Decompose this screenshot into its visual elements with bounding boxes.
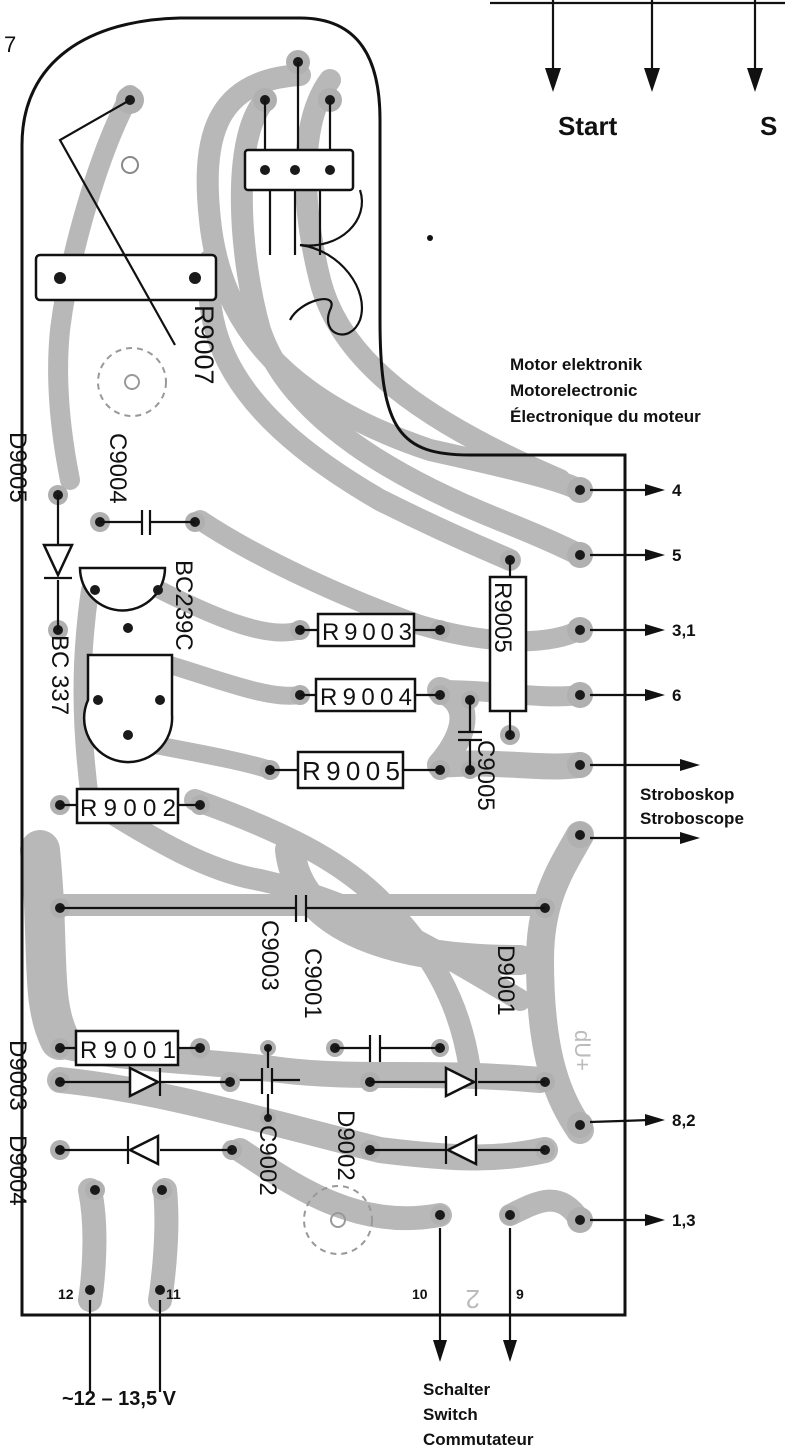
strobe-label-en: Stroboscope (640, 809, 744, 828)
pin-label-13: 1,3 (672, 1211, 696, 1230)
r9002-resistor (50, 787, 210, 825)
pin-label-31: 3,1 (672, 621, 696, 640)
switch-label-en: Switch (423, 1405, 478, 1424)
label-c9003: C9003 (256, 920, 283, 991)
label-r9003: R9003 (322, 619, 412, 646)
label-c9004: C9004 (104, 433, 131, 504)
r9001-resistor (50, 1029, 210, 1067)
d9002-diode (360, 1133, 555, 1167)
d9005-diode (42, 485, 74, 640)
label-r9004: R9004 (320, 684, 412, 711)
mounting-hole (121, 156, 139, 174)
bc239c-transistor (78, 566, 167, 633)
label-r9005-h: R9005 (302, 756, 400, 786)
module-title-fr: Électronique du moteur (510, 407, 701, 426)
copper-traces (20, 64, 594, 1312)
c9004-capacitor (90, 510, 205, 535)
pin-label-4: 4 (672, 481, 682, 500)
svg-text:dU+: dU+ (570, 1030, 595, 1071)
voltage-label: ~12 – 13,5 V (62, 1388, 177, 1410)
module-title-en: Motorelectronic (510, 381, 638, 400)
c9005-capacitor (458, 691, 482, 779)
dashed-circle-bottom (303, 1185, 373, 1255)
label-r9005-v: R9005 (489, 582, 516, 653)
d9001-diode (360, 1065, 555, 1099)
switch-label-fr: Commutateur (423, 1430, 534, 1449)
resistors-middle (260, 612, 450, 790)
label-c9002: C9002 (254, 1125, 281, 1196)
r9005-vertical (488, 550, 528, 745)
label-d9001: D9001 (492, 945, 519, 1016)
switch-label-de: Schalter (423, 1380, 490, 1399)
figure-number: 7 (4, 32, 16, 57)
c9002-capacitor (230, 1040, 300, 1126)
dashed-circle-top (97, 347, 167, 417)
d9003-diode (50, 1065, 240, 1099)
start-label: Start (558, 111, 618, 141)
c9003-capacitor (50, 895, 555, 922)
label-d9003: D9003 (4, 1040, 31, 1111)
d9004-diode (50, 1133, 242, 1167)
output-arrows (589, 484, 700, 1226)
label-d9005: D9005 (4, 432, 31, 503)
pin-label-6: 6 (672, 686, 681, 705)
label-c9005: C9005 (472, 740, 499, 811)
connector-pads (567, 477, 593, 1233)
c9001-capacitor (326, 1035, 449, 1062)
svg-text:2: 2 (466, 1284, 480, 1314)
pin-label-5: 5 (672, 546, 681, 565)
s-label: S (760, 111, 777, 141)
top-arrows (490, 0, 785, 92)
pin-label-10: 10 (412, 1286, 428, 1302)
board-outline (20, 16, 627, 1317)
label-d9004: D9004 (4, 1135, 31, 1206)
pin-label-82: 8,2 (672, 1111, 696, 1130)
label-d9002: D9002 (332, 1110, 359, 1181)
pin-label-12: 12 (58, 1286, 74, 1302)
strobe-label-de: Stroboskop (640, 785, 734, 804)
label-bc337: BC 337 (46, 635, 73, 715)
top-connector (243, 50, 363, 336)
bc337-transistor (82, 653, 174, 764)
label-bc239c: BC239C (170, 560, 197, 651)
bottom-inputs (85, 1180, 520, 1392)
label-c9001: C9001 (299, 948, 326, 1019)
r9007-body (34, 253, 218, 302)
label-r9007: R9007 (189, 305, 219, 385)
pin-label-11: 11 (166, 1286, 181, 1302)
pin-label-9: 9 (516, 1286, 524, 1302)
module-title-de: Motor elektronik (510, 355, 643, 374)
